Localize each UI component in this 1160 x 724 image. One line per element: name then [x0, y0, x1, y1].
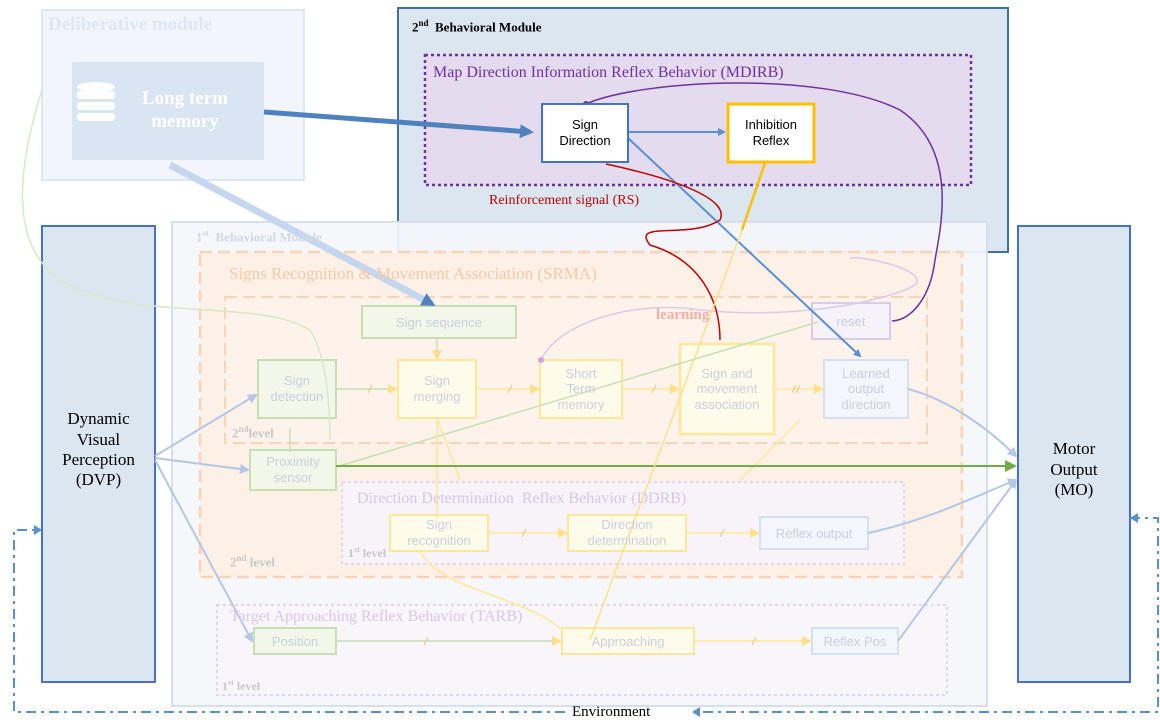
ddrb-title: Direction Determination Reflex Behavior …	[357, 490, 687, 507]
approaching-box	[561, 627, 695, 655]
module1-title: 1st Behavioral Module	[196, 228, 322, 245]
memory-box	[72, 62, 264, 160]
sign-sequence-label: Sign sequence	[395, 314, 482, 330]
module1-title-rest: Behavioral Module	[209, 229, 323, 245]
inhibition-reflex-label: Inhibition Reflex	[744, 117, 798, 148]
tarb-level-sup: st	[228, 678, 234, 687]
direction-determination-box	[567, 514, 687, 552]
srma-title: Signs Recognition & Movement Association…	[229, 264, 597, 283]
database-icon	[77, 82, 115, 121]
tarb-level-num: 1	[222, 679, 228, 693]
mdirb-reset-curve	[585, 82, 943, 322]
mo-box	[1017, 225, 1131, 683]
environment-loop	[13, 517, 1159, 713]
level2-inner-num: 2	[232, 425, 239, 441]
reinforcement-label: Reinforcement signal (RS)	[489, 193, 640, 208]
inhibition-to-approaching-line	[589, 229, 743, 641]
reset-box	[811, 302, 891, 340]
direction-to-learned-arrow	[627, 137, 862, 358]
tarb-level-rest: level	[233, 679, 261, 693]
inhibition-reflex-box	[726, 102, 816, 164]
sign-merging-box	[397, 359, 477, 419]
level2-inner-rest: level	[248, 425, 274, 441]
short-term-memory-label: Short Term memory	[557, 365, 605, 412]
short-term-box	[539, 359, 623, 419]
module1-title-sup: st	[202, 228, 210, 238]
sign-sequence-box	[361, 305, 517, 339]
module2-title-num: 2	[412, 19, 419, 35]
sign-movement-label: Sign and movement association	[694, 365, 760, 412]
dvp-box	[41, 225, 156, 683]
sign-direction-box	[541, 103, 629, 163]
sign-detection-label: Sign detection	[270, 373, 324, 404]
module1-title-num: 1	[196, 229, 203, 245]
ddrb-level-label: 1st level	[348, 545, 386, 561]
ddrb-level-sup: st	[354, 545, 360, 554]
learning-label: learning	[656, 307, 710, 323]
dvp-label: Dynamic Visual Perception (DVP)	[62, 409, 135, 490]
proximity-label: Proximity sensor	[266, 454, 320, 485]
level2-outer-sup: nd	[236, 553, 247, 563]
reinforcement-curve	[605, 163, 722, 341]
sign-recognition-label: Sign recognition	[407, 517, 471, 548]
ddrb-level-rest: level	[359, 546, 387, 560]
reflex-output-box	[759, 516, 869, 550]
learned-output-box	[823, 359, 909, 419]
memory-to-sign-direction-arrow	[263, 109, 534, 139]
slash-marks	[367, 384, 801, 646]
sign-merging-label: Sign merging	[413, 373, 461, 404]
proximity-box	[249, 449, 337, 491]
memory-to-sequence-arrow	[168, 161, 436, 308]
direction-determination-label: Direction determination	[587, 517, 667, 548]
level2-outer-label: 2nd level	[230, 553, 275, 570]
position-label: Position	[271, 633, 319, 649]
sign-direction-label: Sign Direction	[559, 117, 611, 148]
module2-title: 2nd Behavioral Module	[412, 18, 542, 35]
mdirb-title: Map Direction Information Reflex Behavio…	[433, 64, 784, 81]
ddrb-level-num: 1	[348, 546, 354, 560]
level2-outer-num: 2	[230, 554, 237, 570]
learned-output-label: Learned output direction	[841, 365, 891, 412]
approaching-label: Approaching	[591, 633, 665, 649]
level2-inner-label: 2ndlevel	[232, 424, 274, 441]
level2-outer-rest: level	[246, 554, 276, 570]
tarb-title: Target Approaching Reflex Behavior (TARB…	[230, 608, 523, 625]
environment-label: Environment	[572, 704, 651, 720]
inhibition-down-line	[740, 159, 768, 231]
mdirb-container	[423, 53, 973, 187]
sign-recognition-box	[389, 514, 489, 552]
tarb-level-label: 1st level	[222, 678, 260, 694]
reset-label: reset	[836, 313, 866, 329]
long-term-memory-label: Long term memory	[141, 88, 228, 132]
mo-label: Motor Output (MO)	[1050, 439, 1098, 500]
level2-inner-sup: nd	[238, 424, 249, 434]
deliberative-title: Deliberative module	[48, 14, 213, 35]
reflex-pos-label: Reflex Pos	[823, 633, 887, 649]
reflex-output-label: Reflex output	[775, 525, 853, 541]
module2-title-rest: Behavioral Module	[428, 19, 542, 35]
deliberative-curve	[21, 89, 331, 441]
module2-title-sup: nd	[418, 18, 429, 28]
